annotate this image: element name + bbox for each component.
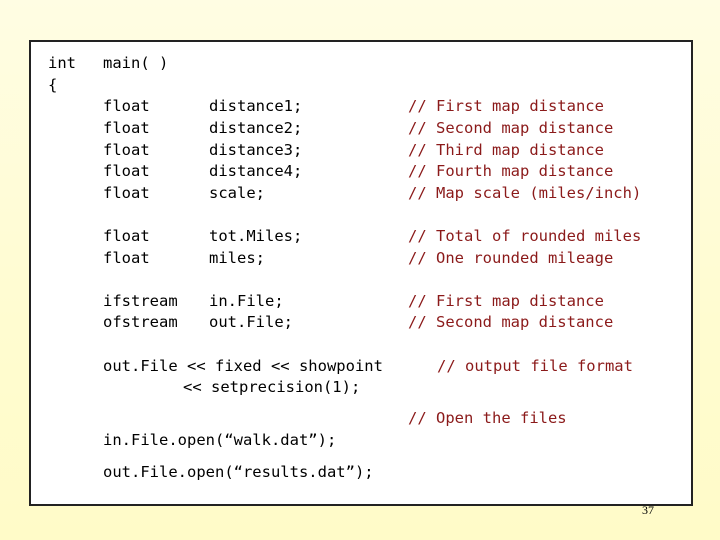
code-comment: // First map distance — [408, 292, 604, 310]
format-statement-line: out.File << fixed << showpoint — [103, 357, 383, 375]
code-comment: // Total of rounded miles — [408, 227, 642, 245]
open-input-statement: in.File.open(“walk.dat”); — [103, 431, 337, 449]
variable-name: out.File; — [209, 313, 293, 331]
variable-name: scale; — [209, 184, 265, 202]
format-statement-continuation: << setprecision(1); — [183, 378, 361, 396]
type-keyword: float — [103, 119, 150, 137]
type-keyword: float — [103, 162, 150, 180]
function-name: main( ) — [103, 54, 169, 72]
code-comment: // Map scale (miles/inch) — [408, 184, 642, 202]
return-type: int — [48, 54, 76, 72]
type-keyword: ifstream — [103, 292, 178, 310]
variable-name: distance4; — [209, 162, 303, 180]
code-panel — [29, 40, 693, 506]
open-brace: { — [48, 76, 58, 94]
type-keyword: float — [103, 249, 150, 267]
variable-name: distance1; — [209, 97, 303, 115]
type-keyword: float — [103, 97, 150, 115]
code-comment: // output file format — [437, 357, 633, 375]
type-keyword: ofstream — [103, 313, 178, 331]
code-comment: // Third map distance — [408, 141, 604, 159]
variable-name: distance2; — [209, 119, 303, 137]
code-comment: // Fourth map distance — [408, 162, 614, 180]
code-comment: // Second map distance — [408, 313, 614, 331]
code-comment: // First map distance — [408, 97, 604, 115]
code-comment: // Second map distance — [408, 119, 614, 137]
type-keyword: float — [103, 141, 150, 159]
variable-name: tot.Miles; — [209, 227, 303, 245]
variable-name: miles; — [209, 249, 265, 267]
type-keyword: float — [103, 184, 150, 202]
code-comment: // Open the files — [408, 409, 567, 427]
type-keyword: float — [103, 227, 150, 245]
variable-name: in.File; — [209, 292, 284, 310]
variable-name: distance3; — [209, 141, 303, 159]
open-output-statement: out.File.open(“results.dat”); — [103, 463, 374, 481]
page-number: 37 — [642, 503, 654, 517]
code-comment: // One rounded mileage — [408, 249, 614, 267]
